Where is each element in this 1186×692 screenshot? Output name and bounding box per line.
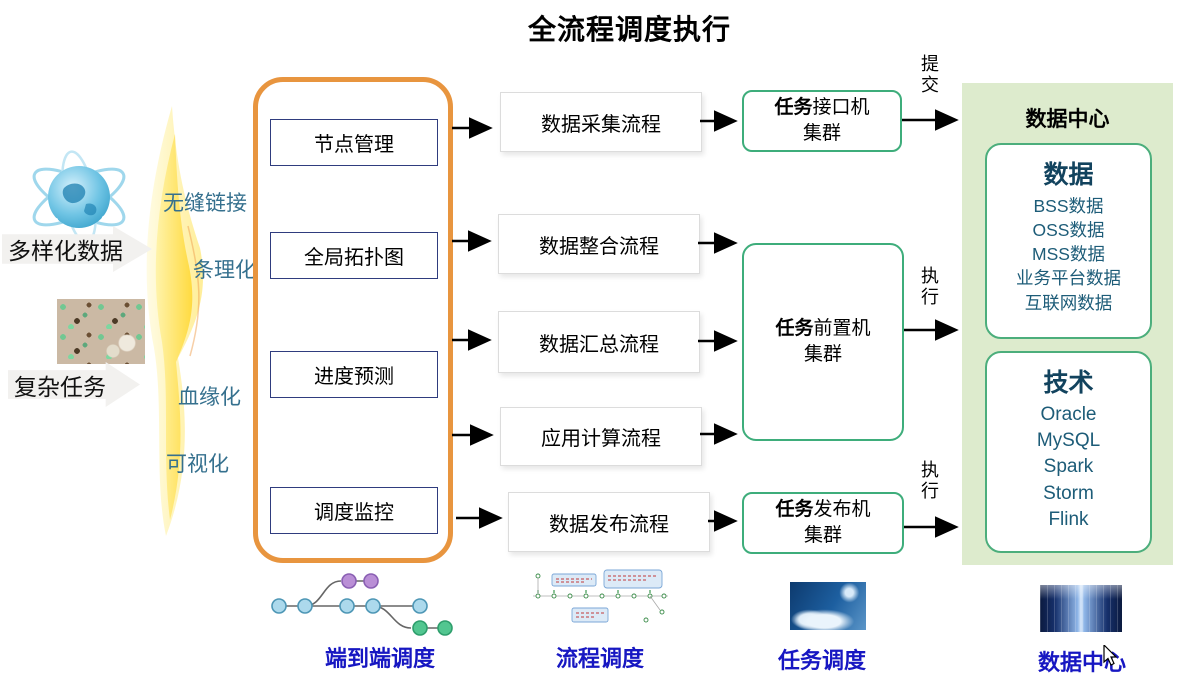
bottom-label-data-center: 数据中心: [1037, 650, 1126, 675]
cluster-prefix: 任务: [774, 97, 813, 119]
cluster-task-frontend: 任务前置机 集群: [742, 243, 904, 441]
edge-label-execute-mid: 执行: [919, 266, 939, 308]
source-banner-complex-tasks: 复杂任务: [8, 362, 140, 407]
module-label: 调度监控: [314, 502, 394, 524]
funnel-flame-shape: [146, 106, 204, 536]
cloud-photo: [790, 582, 866, 630]
flowchart-image: [533, 569, 668, 623]
cluster-task-publish: 任务发布机 集群: [742, 492, 904, 554]
module-global-topology: 全局拓扑图: [270, 232, 438, 279]
module-label: 节点管理: [314, 134, 394, 156]
datacenter-panel: 数据中心 数据 BSS数据 OSS数据 MSS数据 业务平台数据 互联网数据 技…: [962, 83, 1173, 565]
bottom-label-task-scheduling: 任务调度: [777, 648, 866, 673]
cluster-suffix: 集群: [802, 123, 841, 144]
cluster-prefix: 任务: [775, 318, 814, 340]
branch-graph-image: [271, 573, 453, 636]
process-app-computing: 应用计算流程: [500, 407, 702, 466]
complex-tasks-photo: [57, 299, 145, 364]
datacenter-tech-box: 技术 Oracle MySQL Spark Storm Flink: [985, 351, 1152, 553]
datacenter-title: 数据中心: [1025, 108, 1110, 131]
process-label: 数据汇总流程: [539, 333, 659, 356]
data-item: MSS数据: [1032, 244, 1105, 265]
tech-item: Spark: [1043, 456, 1094, 478]
transform-label-lineage: 血缘化: [178, 386, 241, 409]
process-label: 数据整合流程: [539, 235, 659, 258]
server-room-photo: [1040, 585, 1122, 632]
diagram-title: 全流程调度执行: [528, 14, 732, 45]
module-label: 全局拓扑图: [304, 247, 404, 269]
cluster-name: 发布机: [813, 499, 871, 521]
scheduler-frame: [253, 77, 453, 563]
cluster-task-interface: 任务接口机 集群: [742, 90, 902, 152]
data-box-title: 数据: [1043, 161, 1094, 189]
mouse-cursor-icon: [1103, 645, 1118, 666]
source-label: 多样化数据: [8, 238, 123, 264]
edge-label-execute-bottom: 执行: [919, 460, 939, 502]
tech-box-title: 技术: [1043, 369, 1094, 397]
transform-label-organized: 条理化: [193, 259, 256, 282]
tech-item: MySQL: [1036, 430, 1101, 452]
cluster-line1: 任务接口机: [774, 95, 869, 121]
tech-item: Oracle: [1040, 404, 1097, 425]
module-node-management: 节点管理: [270, 119, 438, 166]
process-label: 应用计算流程: [541, 428, 661, 450]
process-data-collection: 数据采集流程: [500, 92, 702, 152]
module-label: 进度预测: [314, 366, 394, 388]
edge-label-submit: 提交: [919, 54, 939, 96]
cluster-suffix: 集群: [803, 344, 842, 365]
transform-label-visual: 可视化: [166, 453, 229, 476]
cluster-line1: 任务前置机: [775, 316, 870, 342]
tech-item: Flink: [1048, 508, 1089, 530]
module-progress-forecast: 进度预测: [270, 351, 438, 398]
process-data-integration: 数据整合流程: [498, 214, 700, 274]
module-schedule-monitor: 调度监控: [270, 487, 438, 534]
cluster-name: 接口机: [812, 97, 870, 119]
process-label: 数据发布流程: [549, 513, 669, 536]
data-item: OSS数据: [1032, 220, 1105, 241]
process-data-publish: 数据发布流程: [508, 492, 710, 552]
datacenter-data-box: 数据 BSS数据 OSS数据 MSS数据 业务平台数据 互联网数据: [985, 143, 1152, 339]
cluster-line1: 任务发布机: [775, 497, 870, 523]
data-item: 业务平台数据: [1016, 268, 1121, 289]
tech-item: Storm: [1043, 482, 1094, 504]
bottom-label-end-to-end: 端到端调度: [324, 646, 435, 671]
globe-network-icon: [32, 150, 126, 244]
transform-label-seamless: 无缝链接: [163, 192, 247, 215]
data-item: 互联网数据: [1024, 292, 1113, 313]
source-label: 复杂任务: [14, 373, 106, 400]
cluster-suffix: 集群: [803, 525, 842, 546]
cluster-prefix: 任务: [775, 499, 814, 521]
bottom-label-process-scheduling: 流程调度: [555, 646, 644, 671]
cluster-name: 前置机: [813, 318, 871, 340]
data-item: BSS数据: [1033, 196, 1104, 216]
process-label: 数据采集流程: [541, 113, 661, 136]
process-data-summary: 数据汇总流程: [498, 311, 700, 373]
